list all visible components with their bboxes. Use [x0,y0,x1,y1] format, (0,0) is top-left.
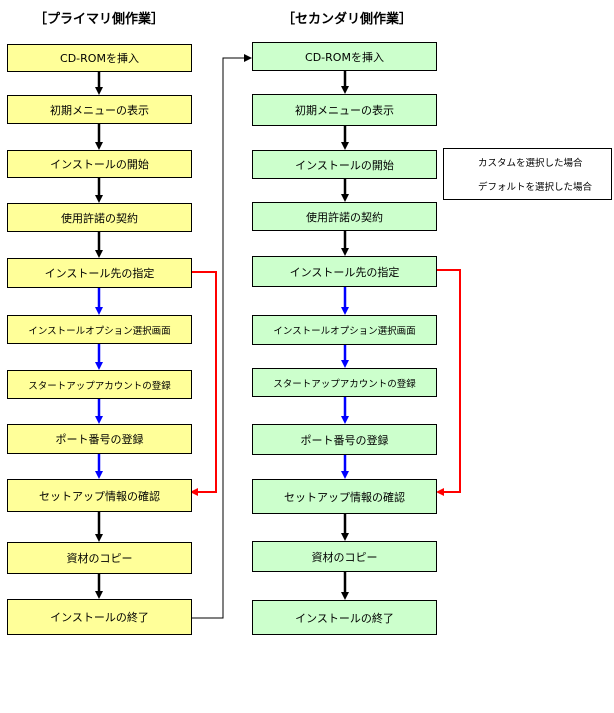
primary-step-license: 使用許諾の契約 [7,203,192,232]
secondary-step-install-start: インストールの開始 [252,150,437,179]
secondary-step-install-options: インストールオプション選択画面 [252,315,437,345]
legend-custom: カスタムを選択した場合 [474,155,583,169]
primary-heading: ［プライマリ側作業］ [34,12,165,27]
primary-step-setup-confirm: セットアップ情報の確認 [7,479,192,512]
secondary-step-license: 使用許諾の契約 [252,202,437,231]
default-path-secondary [436,269,461,496]
legend-default: デフォルトを選択した場合 [474,179,592,193]
secondary-heading: ［セカンダリ側作業］ [282,12,413,27]
primary-step-cdrom: CD-ROMを挿入 [7,44,192,72]
secondary-step-copy: 資材のコピー [252,541,437,572]
legend-custom-label: カスタムを選択した場合 [478,158,583,169]
primary-step-install-dest: インストール先の指定 [7,258,192,288]
legend-default-label: デフォルトを選択した場合 [478,182,593,193]
primary-step-install-end: インストールの終了 [7,599,192,635]
secondary-step-setup-confirm: セットアップ情報の確認 [252,479,437,514]
primary-step-install-start: インストールの開始 [7,150,192,178]
secondary-step-initial-menu: 初期メニューの表示 [252,94,437,126]
primary-to-secondary-link [192,54,252,619]
primary-step-startup-account: スタートアップアカウントの登録 [7,370,192,399]
primary-step-port-number: ポート番号の登録 [7,424,192,454]
secondary-step-port-number: ポート番号の登録 [252,424,437,455]
primary-step-initial-menu: 初期メニューの表示 [7,95,192,124]
primary-step-install-options: インストールオプション選択画面 [7,315,192,344]
secondary-step-install-dest: インストール先の指定 [252,256,437,287]
secondary-step-install-end: インストールの終了 [252,600,437,635]
secondary-step-cdrom: CD-ROMを挿入 [252,42,437,71]
legend: カスタムを選択した場合 デフォルトを選択した場合 [443,148,612,200]
default-path-primary [190,271,217,496]
primary-step-copy: 資材のコピー [7,542,192,574]
secondary-step-startup-account: スタートアップアカウントの登録 [252,368,437,397]
